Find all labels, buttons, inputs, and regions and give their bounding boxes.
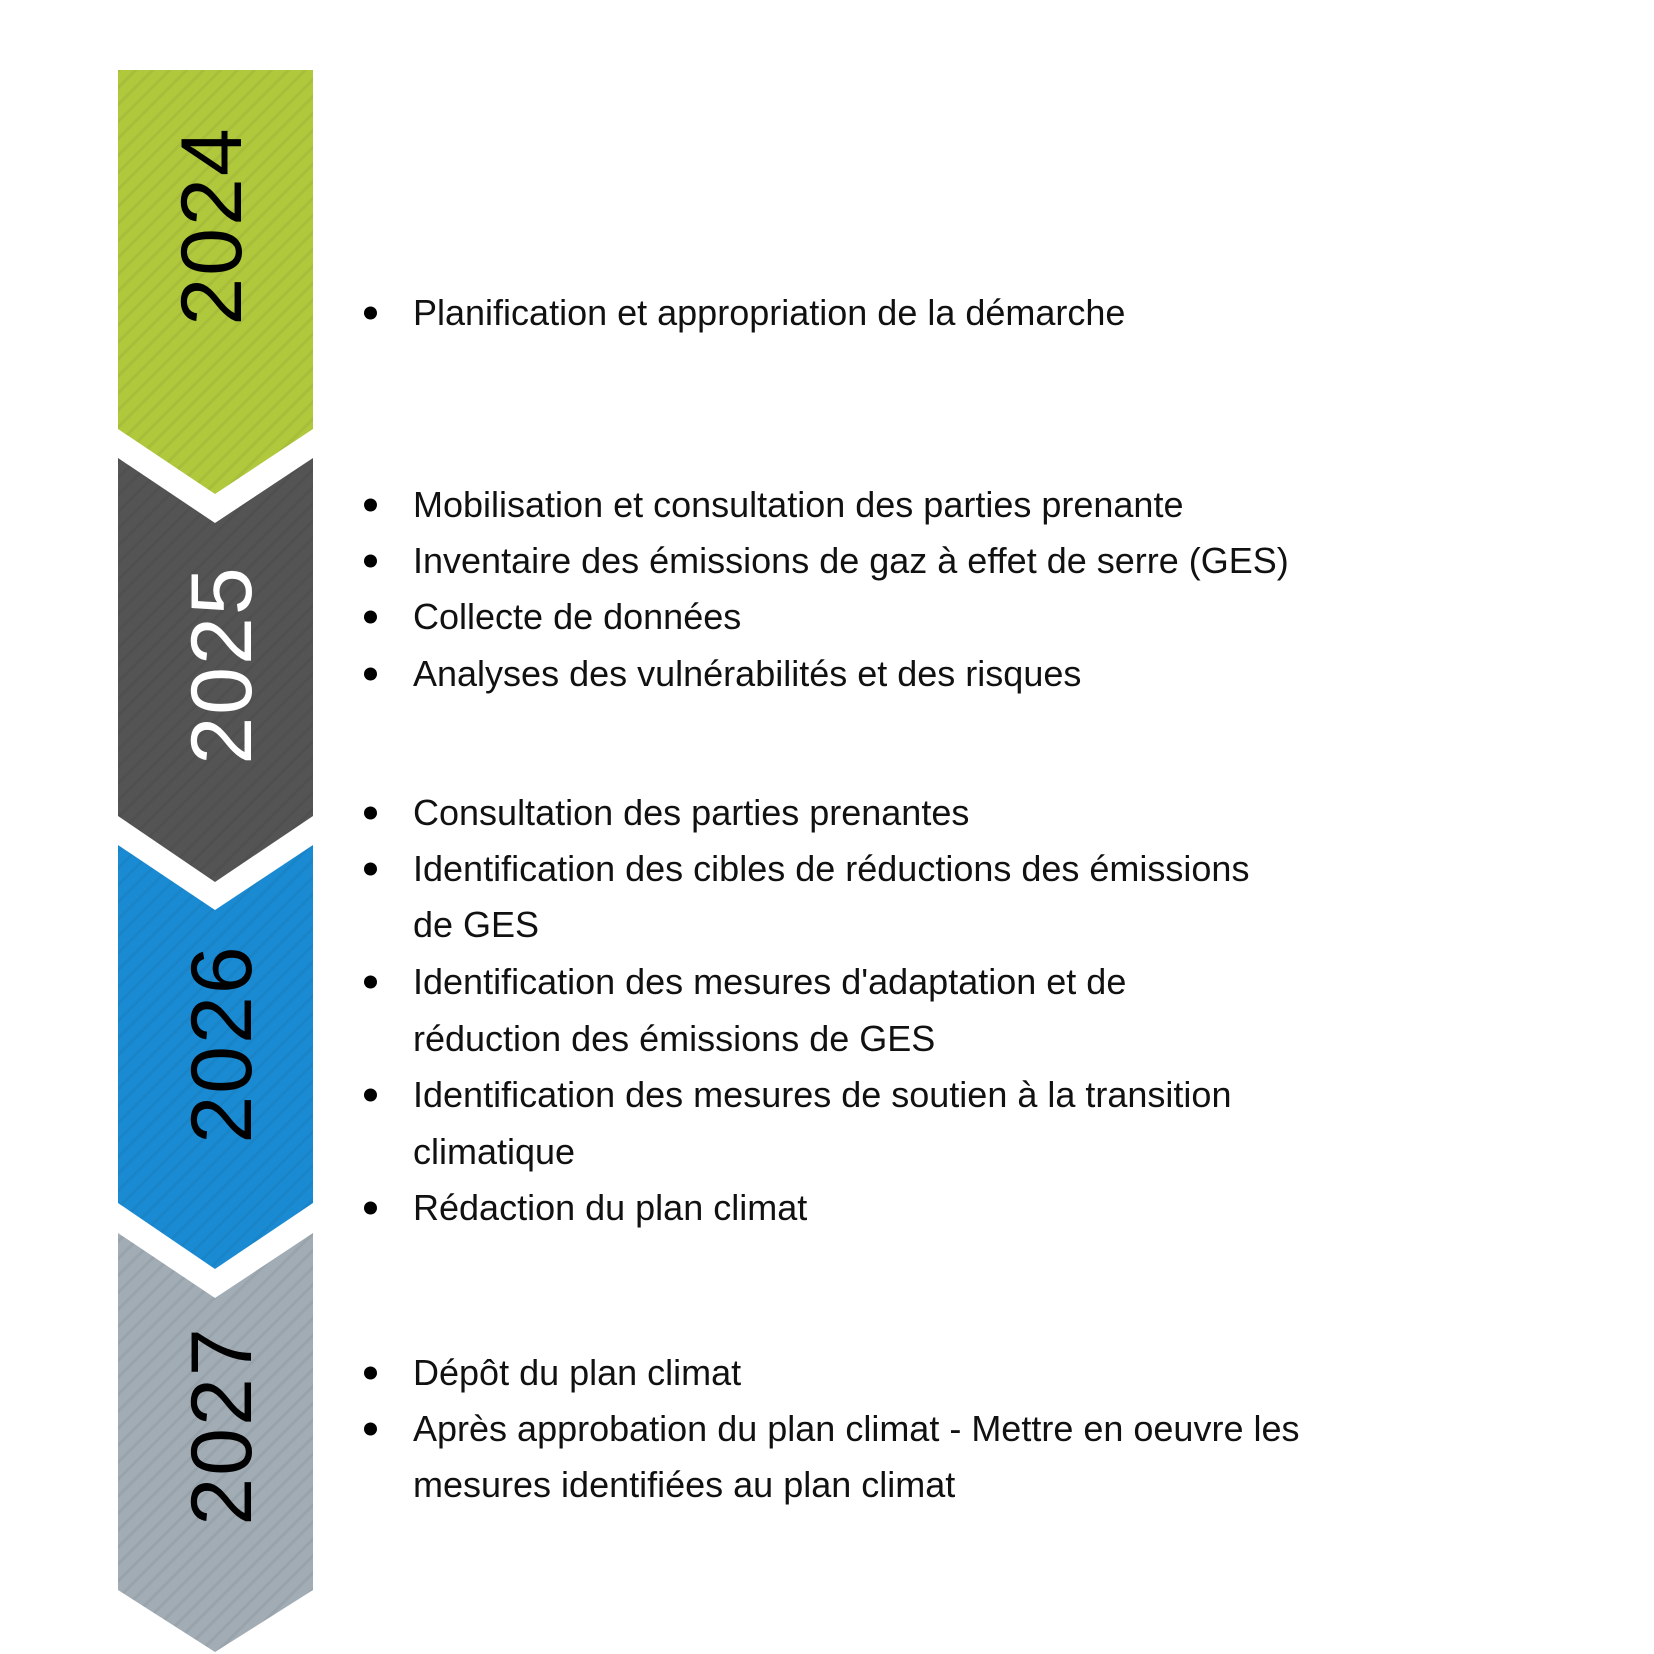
- bullet-icon: [364, 1366, 377, 1380]
- bullet-icon: [364, 498, 377, 512]
- year-label-2024: 2024: [164, 126, 260, 326]
- year-label-2026: 2026: [174, 944, 270, 1144]
- bullet-icon: [364, 1422, 377, 1436]
- year-label-2027: 2027: [174, 1326, 270, 1526]
- year-label-2025: 2025: [174, 565, 270, 765]
- task-item: Consultation des parties prenantes: [413, 792, 970, 833]
- task-item-continued: mesures identifiées au plan climat: [413, 1464, 956, 1505]
- task-item: Identification des mesures de soutien à …: [413, 1074, 1232, 1115]
- task-item-continued: de GES: [413, 904, 540, 945]
- bullet-icon: [364, 610, 377, 624]
- task-item: Rédaction du plan climat: [413, 1187, 808, 1228]
- bullet-icon: [364, 862, 377, 876]
- task-item: Mobilisation et consultation des parties…: [413, 484, 1184, 525]
- task-item: Planification et appropriation de la dém…: [413, 292, 1126, 333]
- task-item: Dépôt du plan climat: [413, 1352, 742, 1393]
- bullet-icon: [364, 306, 377, 320]
- task-item-continued: climatique: [413, 1131, 576, 1172]
- task-item: Inventaire des émissions de gaz à effet …: [413, 540, 1289, 581]
- task-item: Collecte de données: [413, 596, 742, 637]
- bullet-icon: [364, 554, 377, 568]
- bullet-icon: [364, 975, 377, 989]
- bullet-icon: [364, 806, 377, 820]
- task-item: Analyses des vulnérabilités et des risqu…: [413, 653, 1082, 694]
- bullet-icon: [364, 667, 377, 681]
- task-item-continued: réduction des émissions de GES: [413, 1018, 936, 1059]
- bullet-icon: [364, 1201, 377, 1215]
- task-item: Identification des cibles de réductions …: [413, 848, 1250, 889]
- task-item: Identification des mesures d'adaptation …: [413, 961, 1127, 1002]
- task-item: Après approbation du plan climat - Mettr…: [413, 1408, 1300, 1449]
- bullet-icon: [364, 1088, 377, 1102]
